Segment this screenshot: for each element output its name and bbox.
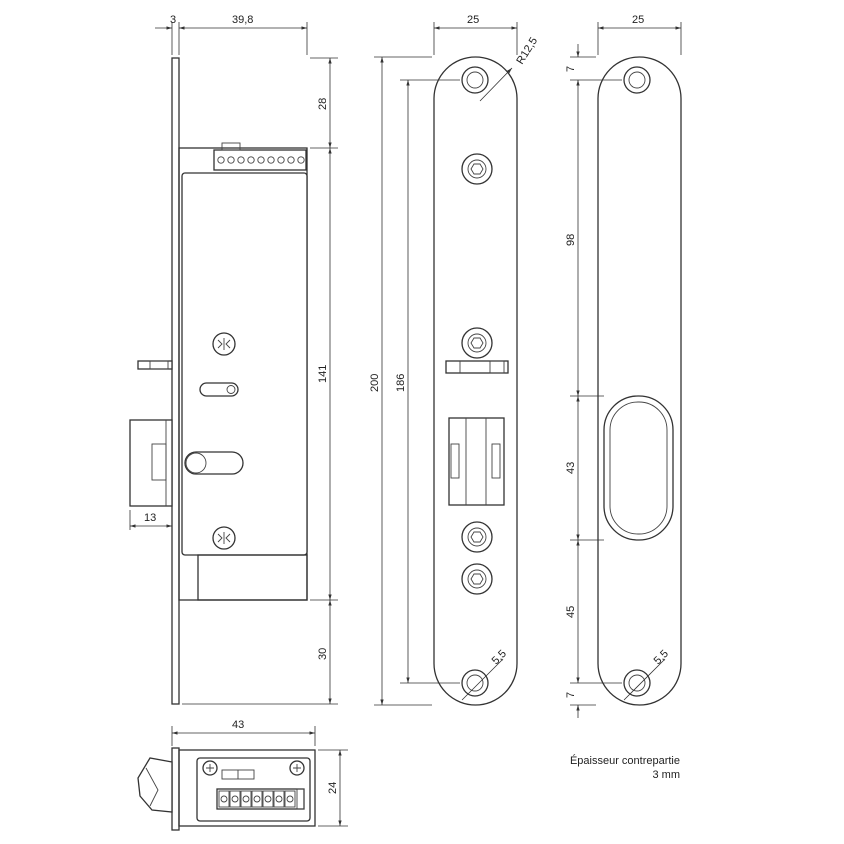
side-bolt	[129, 419, 173, 507]
bottom-case	[178, 749, 316, 827]
dim-strike-upper: 98	[565, 234, 577, 246]
dim-bottom-depth: 43	[232, 719, 244, 731]
bottom-terminal-pins	[218, 790, 296, 808]
side-body-cover	[181, 172, 308, 556]
dim-side-bolt-depth: 13	[144, 512, 156, 524]
front-screw-middle	[461, 327, 493, 359]
side-small-slot	[199, 382, 239, 397]
dim-strike-bottom: 7	[565, 692, 577, 698]
dim-front-radius: R12,5	[514, 35, 540, 66]
front-trigger	[445, 360, 509, 374]
strike-plate	[597, 56, 682, 706]
front-faceplate	[433, 56, 518, 706]
front-screw-upper	[461, 153, 493, 185]
strike-hole-top	[623, 66, 651, 94]
dim-side-depth: 39,8	[232, 14, 253, 26]
side-screw-bottom	[212, 526, 236, 550]
bottom-dimensions: 43 24	[171, 719, 348, 827]
strike-dimensions: 25 7 98 43 45 7 5,5	[565, 14, 682, 718]
strike-hole-bottom	[623, 669, 651, 697]
dim-strike-width: 25	[632, 14, 644, 26]
strike-opening	[603, 395, 674, 541]
dim-strike-top: 7	[565, 66, 577, 72]
strike-thickness-note: Épaisseur contrepartie 3 mm	[520, 754, 680, 782]
bottom-screw-right	[289, 760, 305, 776]
dim-side-top-offset: 28	[317, 98, 329, 110]
note-line-1: Épaisseur contrepartie	[569, 755, 680, 767]
side-terminal-block	[213, 149, 307, 171]
front-bolt	[448, 417, 505, 506]
dim-bottom-height: 24	[327, 782, 339, 794]
side-view	[129, 57, 308, 705]
dim-side-body-height: 141	[317, 365, 329, 383]
dim-front-width: 25	[467, 14, 479, 26]
front-screw-lower-2	[461, 563, 493, 595]
dim-strike-opening: 43	[565, 462, 577, 474]
bottom-faceplate	[171, 747, 180, 831]
front-screw-lower-1	[461, 521, 493, 553]
note-line-2: 3 mm	[652, 769, 681, 781]
side-large-slot	[184, 451, 244, 475]
terminal-pins	[217, 156, 305, 164]
side-screw-top	[212, 332, 236, 356]
side-lower-block	[197, 554, 308, 601]
front-mount-hole-top	[461, 66, 489, 94]
dim-side-thickness: 3	[170, 14, 176, 26]
front-mount-hole-bottom	[461, 669, 489, 697]
strike-plate-view	[597, 56, 682, 706]
dim-front-total-height: 200	[369, 374, 381, 392]
side-faceplate	[171, 57, 180, 705]
side-trigger-pin	[137, 360, 173, 370]
front-view	[433, 56, 518, 706]
dim-side-bottom-offset: 30	[317, 648, 329, 660]
dim-front-hole-spacing: 186	[395, 374, 407, 392]
dim-strike-lower: 45	[565, 606, 577, 618]
bottom-screw-left	[202, 760, 218, 776]
bottom-view	[137, 747, 316, 831]
side-dimensions: 3 39,8 28 141 30 13	[129, 14, 338, 705]
